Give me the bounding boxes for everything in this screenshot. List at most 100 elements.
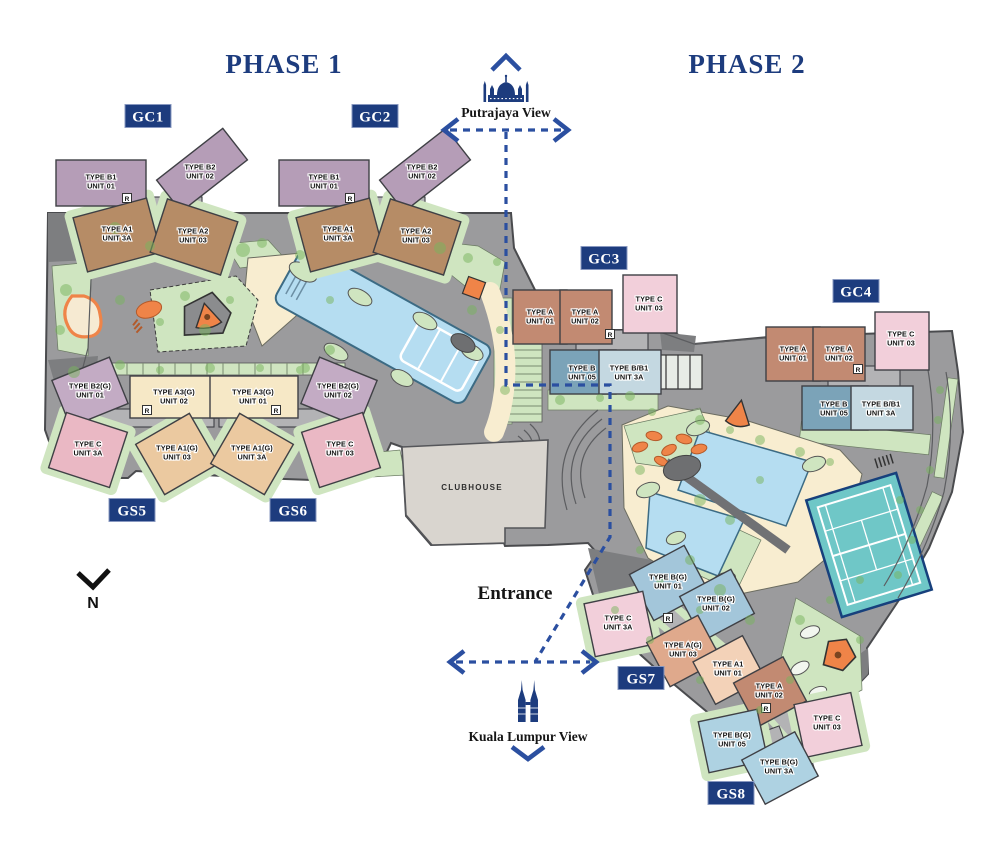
svg-text:UNIT 03: UNIT 03 — [326, 449, 354, 458]
svg-text:UNIT 02: UNIT 02 — [755, 691, 783, 700]
svg-text:R: R — [764, 706, 769, 713]
badge-gc3: GC3 — [580, 246, 628, 270]
kl-south-chevron-icon — [510, 745, 546, 762]
kl-view-label: Kuala Lumpur View — [468, 729, 587, 744]
building-gc3-bb1 — [598, 349, 662, 395]
svg-text:TYPE A1: TYPE A1 — [323, 224, 354, 233]
building-gs5-c — [47, 411, 129, 489]
svg-text:UNIT 02: UNIT 02 — [408, 172, 436, 181]
building-gc2-b2 — [378, 127, 472, 213]
north-label: N — [87, 595, 99, 612]
svg-text:TYPE A1(G): TYPE A1(G) — [231, 443, 273, 452]
svg-text:UNIT 03: UNIT 03 — [635, 304, 663, 313]
putrajaya-arrow-left-icon — [440, 117, 460, 143]
trees — [55, 222, 944, 714]
clubhouse-label: CLUBHOUSE — [441, 483, 502, 492]
putrajaya-arrow-right-icon — [552, 117, 572, 143]
svg-text:UNIT 01: UNIT 01 — [310, 182, 338, 191]
svg-text:TYPE C: TYPE C — [636, 294, 664, 303]
label-gs5-a1g: TYPE A1(G)UNIT 03 — [155, 442, 199, 463]
building-gc2-a1 — [295, 197, 385, 273]
playground-pentagon-br — [822, 638, 857, 672]
label-gs7-bg02: TYPE B(G)UNIT 02 — [696, 593, 736, 613]
playground-triangle-p2 — [724, 398, 751, 428]
svg-text:UNIT 02: UNIT 02 — [324, 391, 352, 400]
core-r-gs5: R — [142, 405, 152, 415]
svg-text:R: R — [125, 196, 130, 203]
building-gc4-a01 — [765, 326, 821, 382]
label-gs7-ag03: TYPE A(G)UNIT 03 — [663, 639, 703, 659]
putrajaya-mosque-icon — [483, 74, 529, 102]
svg-text:UNIT 3A: UNIT 3A — [237, 453, 267, 462]
svg-text:UNIT 3A: UNIT 3A — [102, 234, 132, 243]
svg-text:UNIT 03: UNIT 03 — [669, 650, 697, 659]
badge-gs7: GS7 — [617, 666, 665, 690]
badge-gs5: GS5 — [108, 498, 156, 522]
svg-text:TYPE B1: TYPE B1 — [308, 172, 339, 181]
svg-text:UNIT 05: UNIT 05 — [820, 409, 848, 418]
building-gc3-a02 — [559, 289, 613, 345]
svg-text:UNIT 03: UNIT 03 — [163, 453, 191, 462]
svg-text:GS6: GS6 — [278, 504, 307, 520]
steps-hatch-tennis — [874, 453, 894, 469]
svg-text:UNIT 02: UNIT 02 — [571, 317, 599, 326]
label-gs8-bg05: TYPE B(G)UNIT 05 — [712, 729, 752, 749]
svg-text:UNIT 3A: UNIT 3A — [866, 409, 896, 418]
svg-text:UNIT 02: UNIT 02 — [186, 172, 214, 181]
svg-text:TYPE B/B1: TYPE B/B1 — [610, 363, 649, 372]
svg-text:R: R — [348, 196, 353, 203]
phase1-title: PHASE 1 — [225, 49, 342, 79]
svg-text:TYPE B2(G): TYPE B2(G) — [69, 381, 111, 390]
entrance-arrow-right-icon — [580, 649, 600, 675]
building-gc3-a01 — [512, 289, 568, 345]
svg-text:UNIT 3A: UNIT 3A — [603, 623, 633, 632]
svg-text:TYPE A2: TYPE A2 — [178, 226, 209, 235]
building-gs5-a1g — [134, 412, 220, 496]
svg-text:R: R — [608, 332, 613, 339]
building-gs7-c — [583, 590, 655, 658]
badge-gc4: GC4 — [832, 279, 880, 303]
svg-text:UNIT 02: UNIT 02 — [825, 354, 853, 363]
label-gs7-bg01: TYPE B(G)UNIT 01 — [648, 571, 688, 591]
lift-core-markers: R R R R R R R R — [122, 193, 863, 713]
svg-text:UNIT 01: UNIT 01 — [76, 391, 104, 400]
svg-text:UNIT 03: UNIT 03 — [813, 723, 841, 732]
svg-text:UNIT 01: UNIT 01 — [87, 182, 115, 191]
svg-text:UNIT 3A: UNIT 3A — [73, 449, 103, 458]
svg-text:TYPE A2: TYPE A2 — [401, 226, 432, 235]
building-gc1-b2 — [155, 127, 249, 213]
svg-text:UNIT 01: UNIT 01 — [779, 354, 807, 363]
phase-boundary-dashed-line — [504, 132, 612, 663]
putrajaya-north-chevron-icon — [490, 52, 522, 72]
svg-text:TYPE B(G): TYPE B(G) — [697, 594, 735, 603]
svg-text:UNIT 01: UNIT 01 — [654, 582, 682, 591]
carpark-comb-gc3 — [653, 354, 703, 390]
label-gs6-b2g: TYPE B2(G)UNIT 02 — [316, 380, 361, 401]
building-gs6-b2g — [299, 356, 379, 428]
badge-gs8: GS8 — [707, 781, 755, 805]
svg-text:TYPE A3(G): TYPE A3(G) — [232, 387, 274, 396]
orange-diamond-structure — [461, 275, 487, 301]
building-gc3-c03 — [622, 274, 678, 334]
svg-text:UNIT 01: UNIT 01 — [526, 317, 554, 326]
svg-text:GC4: GC4 — [840, 285, 872, 301]
svg-text:GS8: GS8 — [716, 787, 745, 803]
svg-text:R: R — [274, 408, 279, 415]
building-gs7-a02 — [732, 655, 808, 729]
